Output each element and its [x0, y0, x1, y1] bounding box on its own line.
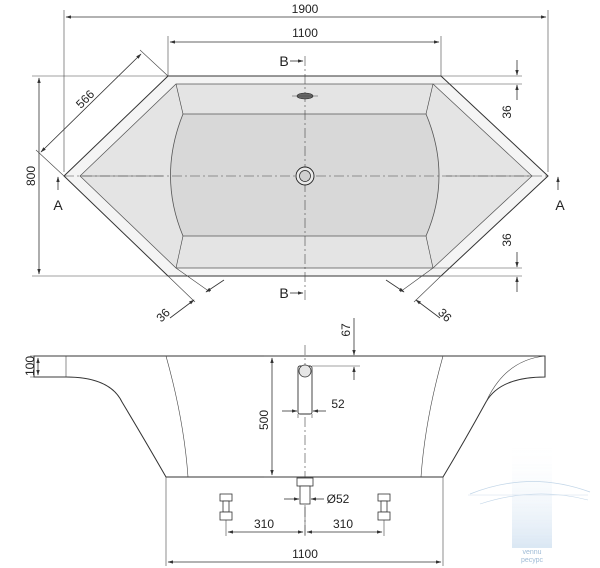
dimension-rim-top-label: 36: [500, 105, 514, 119]
section-marker-b-bottom: B: [279, 285, 304, 301]
watermark-logo: vennu ресурс: [468, 440, 591, 564]
dimension-rim-top: 36: [433, 60, 522, 119]
dimension-800-label: 800: [24, 166, 38, 186]
drain-icon: [295, 166, 315, 186]
foot-left-icon: [219, 493, 233, 521]
dimension-100: 100: [23, 356, 70, 378]
dimension-rim-bottom-label: 36: [500, 233, 514, 247]
section-b-top-label: B: [279, 53, 288, 69]
overflow-icon: [292, 92, 318, 100]
dimension-67: 67: [312, 318, 360, 380]
dimension-rim-right: 36: [385, 267, 455, 325]
tub-side-profile: [33, 355, 546, 478]
dimension-rim-bottom: 36: [433, 233, 522, 292]
dimension-diameter-52: Ø52: [284, 492, 350, 506]
watermark-line1: vennu: [522, 549, 541, 556]
dimension-rim-right-label: 36: [435, 305, 455, 325]
dimension-500: 500: [257, 355, 300, 478]
dimension-rim-left-label: 36: [153, 305, 173, 325]
dimension-1100-bottom: 1100: [165, 477, 444, 566]
watermark-line2: ресурс: [521, 557, 544, 564]
section-marker-a-right: A: [555, 176, 565, 213]
section-marker-a-left: A: [53, 176, 63, 213]
dimension-500-label: 500: [257, 410, 271, 430]
section-a-left-label: A: [53, 197, 63, 213]
dimension-52: 52: [282, 397, 345, 418]
drain-pipe-icon: [296, 477, 314, 505]
dimension-diameter-52-label: Ø52: [327, 492, 350, 506]
dimension-100-label: 100: [23, 356, 37, 376]
top-view: 1900 1100 800 566 36: [24, 2, 565, 325]
side-view: 100 67 500 52 Ø52: [23, 318, 546, 566]
dimension-310-left: 310: [225, 505, 306, 536]
section-a-right-label: A: [555, 197, 565, 213]
dimension-1900-label: 1900: [292, 2, 319, 16]
dimension-310-left-label: 310: [254, 517, 274, 531]
dimension-52-label: 52: [331, 397, 345, 411]
dimension-310-right: 310: [306, 517, 385, 536]
dimension-310-right-label: 310: [333, 517, 353, 531]
section-marker-b-top: B: [279, 53, 304, 69]
dimension-566-label: 566: [73, 87, 97, 111]
overflow-pipe-icon: [297, 364, 313, 415]
dimension-1100-top: 1100: [167, 26, 442, 76]
dimension-rim-left: 36: [153, 267, 225, 325]
dimension-1900: 1900: [63, 2, 549, 172]
dimension-67-label: 67: [339, 323, 353, 337]
foot-right-icon: [377, 493, 391, 521]
dimension-1100-bottom-label: 1100: [292, 547, 318, 561]
dimension-1100-top-label: 1100: [292, 26, 318, 40]
section-b-bottom-label: B: [279, 285, 288, 301]
